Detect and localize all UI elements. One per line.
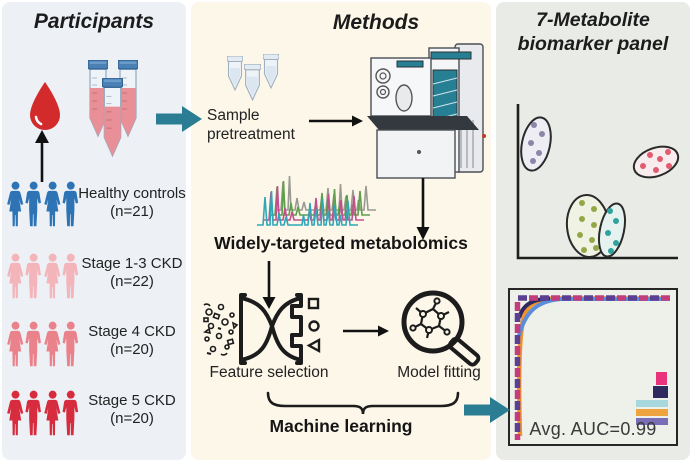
group-count: (n=22)	[110, 273, 154, 290]
funnel-filter-icon	[203, 293, 321, 365]
machine-learning-label: Machine learning	[269, 416, 413, 436]
methods-panel: Methods Sample pretreatment	[191, 2, 491, 460]
eppendorf-tubes-icon	[227, 54, 279, 101]
flow-arrow-icon	[156, 106, 202, 132]
cluster-green-dots	[577, 200, 599, 253]
brace-icon	[266, 391, 460, 415]
sample-line1: Sample	[207, 107, 260, 124]
participants-panel: Participants Healthy controls (n=21)	[2, 2, 186, 460]
group-count: (n=21)	[110, 203, 154, 220]
arrow-right-icon	[343, 325, 389, 337]
biomarker-title-line1: 7-Metabolite	[536, 9, 650, 31]
roc-legend	[636, 372, 668, 425]
people-group-icon	[7, 390, 79, 436]
feature-selection-label: Feature selection	[209, 364, 329, 381]
scatter-plot	[516, 104, 680, 260]
sample-pretreatment-label: Sample pretreatment	[207, 106, 295, 144]
arrow-right-icon	[309, 115, 363, 127]
people-group-icon	[7, 321, 79, 367]
group-name: Stage 4 CKD	[88, 323, 176, 340]
people-group-icon	[7, 253, 79, 299]
cluster-teal-dots	[605, 208, 619, 254]
chromatogram-icon	[256, 175, 377, 226]
group-count: (n=20)	[110, 410, 154, 427]
group-count: (n=20)	[110, 341, 154, 358]
biomarker-panel: 7-Metabolite biomarker panel	[496, 2, 690, 460]
group-name: Stage 5 CKD	[88, 392, 176, 409]
group-label: Stage 4 CKD (n=20)	[78, 323, 186, 359]
blood-drop-icon	[30, 82, 60, 130]
roc-curves	[514, 295, 672, 440]
people-group-icon	[7, 181, 79, 227]
methods-title: Methods	[332, 11, 420, 34]
mass-spectrometer-icon	[367, 43, 486, 179]
model-fitting-label: Model fitting	[397, 364, 481, 381]
roc-plot: Avg. AUC=0.99	[508, 288, 678, 446]
group-label: Stage 1-3 CKD (n=22)	[78, 255, 186, 291]
group-name: Stage 1-3 CKD	[81, 255, 183, 272]
group-label: Stage 5 CKD (n=20)	[78, 392, 186, 428]
arrow-down-icon	[262, 261, 276, 309]
arrow-down-icon	[416, 178, 430, 240]
arrow-up-icon	[35, 130, 49, 182]
group-name: Healthy controls	[78, 185, 186, 202]
auc-label: Avg. AUC=0.99	[529, 419, 657, 439]
cluster-red-dots	[640, 149, 672, 173]
flow-arrow-icon	[464, 397, 510, 423]
blood-tubes-icon	[88, 60, 138, 157]
participants-title: Participants	[33, 10, 155, 33]
metabolomics-label: Widely-targeted metabolomics	[214, 233, 468, 253]
biomarker-title-line2: biomarker panel	[517, 33, 669, 55]
cluster-purple-dots	[528, 122, 545, 164]
sample-line2: pretreatment	[207, 126, 295, 143]
group-label: Healthy controls (n=21)	[78, 185, 186, 221]
biomarker-title: 7-Metabolite biomarker panel	[496, 8, 690, 56]
magnifier-molecule-icon	[401, 290, 481, 367]
